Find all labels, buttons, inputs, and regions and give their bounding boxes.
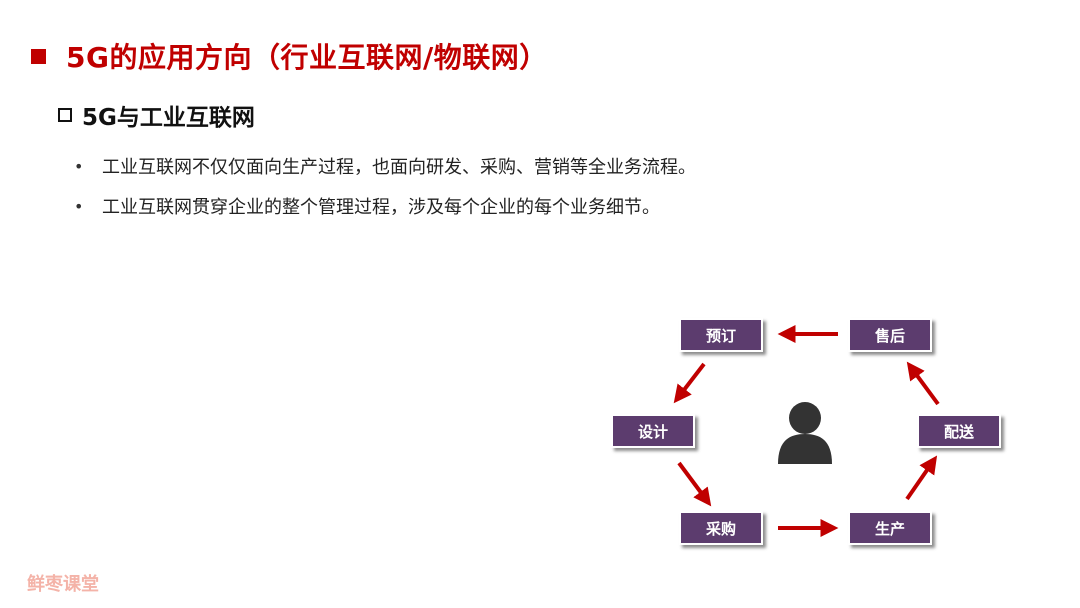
subtitle: 5G与工业互联网 [58, 98, 255, 132]
bullet-item: • 工业互联网贯穿企业的整个管理过程，涉及每个企业的每个业务细节。 [74, 192, 696, 220]
title-square-icon [31, 48, 46, 64]
bullet-list: • 工业互联网不仅仅面向生产过程，也面向研发、采购、营销等全业务流程。 • 工业… [74, 152, 696, 232]
node-caigou: 采购 [679, 511, 763, 545]
subtitle-text: 5G与工业互联网 [82, 105, 255, 131]
title-text: 5G的应用方向（行业互联网/物联网） [66, 41, 548, 74]
node-peisong: 配送 [917, 414, 1001, 448]
bullet-dot-icon: • [74, 196, 84, 216]
node-yuding: 预订 [679, 318, 763, 352]
watermark-logo: 鲜枣课堂 [27, 574, 99, 595]
bullet-text: 工业互联网不仅仅面向生产过程，也面向研发、采购、营销等全业务流程。 [102, 157, 696, 178]
bullet-text: 工业互联网贯穿企业的整个管理过程，涉及每个企业的每个业务细节。 [102, 197, 660, 218]
node-sheji: 设计 [611, 414, 695, 448]
arrow-sheji-to-caigou [677, 461, 712, 507]
person-icon [778, 402, 832, 464]
node-shengchan: 生产 [848, 511, 932, 545]
arrow-peisong-to-shouhou [906, 361, 940, 406]
bullet-item: • 工业互联网不仅仅面向生产过程，也面向研发、采购、营销等全业务流程。 [74, 152, 696, 180]
arrow-shengchan-to-peisong [905, 455, 938, 501]
slide-title: 5G的应用方向（行业互联网/物联网） [31, 36, 548, 76]
bullet-dot-icon: • [74, 156, 84, 176]
arrow-yuding-to-sheji [673, 362, 706, 404]
hollow-square-icon [58, 108, 72, 122]
node-shouhou: 售后 [848, 318, 932, 352]
